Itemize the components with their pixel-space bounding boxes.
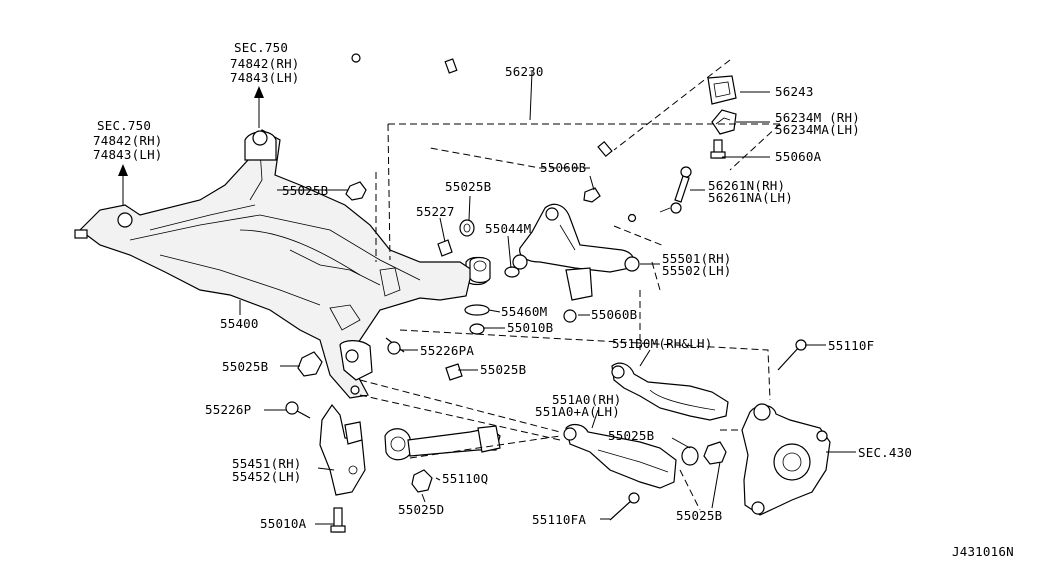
label-55060a: 55060A [775,149,822,164]
nut-55025d[interactable] [411,469,433,493]
arm-551b0m[interactable] [611,362,729,421]
bolt-55226pa[interactable] [385,337,405,355]
label-55460m: 55460M [501,304,547,319]
bushing-55025b-right[interactable] [681,446,699,466]
label-sec430: SEC.430 [858,445,912,460]
label-551a0: 551A0(RH) [552,392,622,407]
labels: SEC.750 74842(RH) 74843(LH) SEC.750 7484… [93,40,1014,559]
nut-55025b-knuckle[interactable] [703,441,727,465]
washer-55227[interactable] [437,239,453,257]
label-55110f: 55110F [828,338,874,353]
bolt-55010a[interactable] [330,507,346,533]
label-55400: 55400 [220,316,259,331]
label-56234m: 56234M (RH) [775,110,860,125]
label-74842-left: 74842(RH) [93,133,163,148]
upper-link-55501[interactable] [512,203,640,273]
washer-55044m[interactable] [504,266,520,278]
label-551b0m: 551B0M(RH&LH) [612,336,712,351]
stabilizer-bar[interactable] [351,52,637,223]
label-55452: 55452(LH) [232,469,302,484]
label-sec750-left: SEC.750 [97,118,151,133]
label-74842-top: 74842(RH) [230,56,300,71]
bracket-55451[interactable] [319,403,366,496]
stabilizer-bushing[interactable] [707,75,737,105]
nut-55025b-center[interactable] [445,363,463,381]
label-55226pa: 55226PA [420,343,474,358]
label-55025b-c: 55025B [222,359,268,374]
arrow-sec750-left [118,164,128,205]
bolt-55110fa[interactable] [609,492,640,521]
label-551a0a: 551A0+A(LH) [535,404,620,419]
label-55025b-f: 55025B [676,508,722,523]
label-55025b-a: 55025B [282,183,328,198]
label-55110fa: 55110FA [532,512,586,527]
stabilizer-clamp[interactable] [711,109,737,135]
leader-lines [239,71,856,525]
bushing-55025b-mid[interactable] [459,219,475,237]
label-55025b-b: 55025B [445,179,491,194]
arrow-sec750-top [254,86,264,128]
rear-subframe[interactable] [74,129,491,399]
label-sec750-top: SEC.750 [234,40,288,55]
label-55010b: 55010B [507,320,553,335]
diagram-id: J431016N [952,544,1014,559]
label-55060b-mid: 55060B [591,307,637,322]
bushing-55025b-left-top[interactable] [345,181,367,201]
label-55110q: 55110Q [442,471,488,486]
label-56234ma: 56234MA(LH) [775,122,860,137]
label-56261na: 56261NA(LH) [708,190,793,205]
label-55010a: 55010A [260,516,307,531]
reference-lines [359,59,781,511]
lower-link-55110q[interactable] [384,425,501,461]
label-55025b-d: 55025B [480,362,526,377]
bolt-55110f[interactable] [777,339,807,371]
label-55451: 55451(RH) [232,456,302,471]
knuckle[interactable] [741,403,831,516]
label-74843-left: 74843(LH) [93,147,163,162]
bolt-55060a[interactable] [710,139,726,159]
label-55501: 55501(RH) [662,251,732,266]
nut-55025b-left[interactable] [297,351,323,377]
label-55227: 55227 [416,204,455,219]
label-55044m: 55044M [485,221,531,236]
label-56230: 56230 [505,64,544,79]
label-55025d: 55025D [398,502,444,517]
label-55060b-top: 55060B [540,160,586,175]
label-56243: 56243 [775,84,814,99]
label-74843-top: 74843(LH) [230,70,300,85]
bracket-55060b[interactable] [563,267,593,323]
label-55025b-e: 55025B [608,428,654,443]
lower-arm-551a0[interactable] [563,423,677,489]
label-55226p: 55226P [205,402,251,417]
bolt-55226p[interactable] [285,401,311,419]
label-56261n: 56261N(RH) [708,178,785,193]
label-55502: 55502(LH) [662,263,732,278]
stabilizer-link[interactable] [659,166,692,214]
